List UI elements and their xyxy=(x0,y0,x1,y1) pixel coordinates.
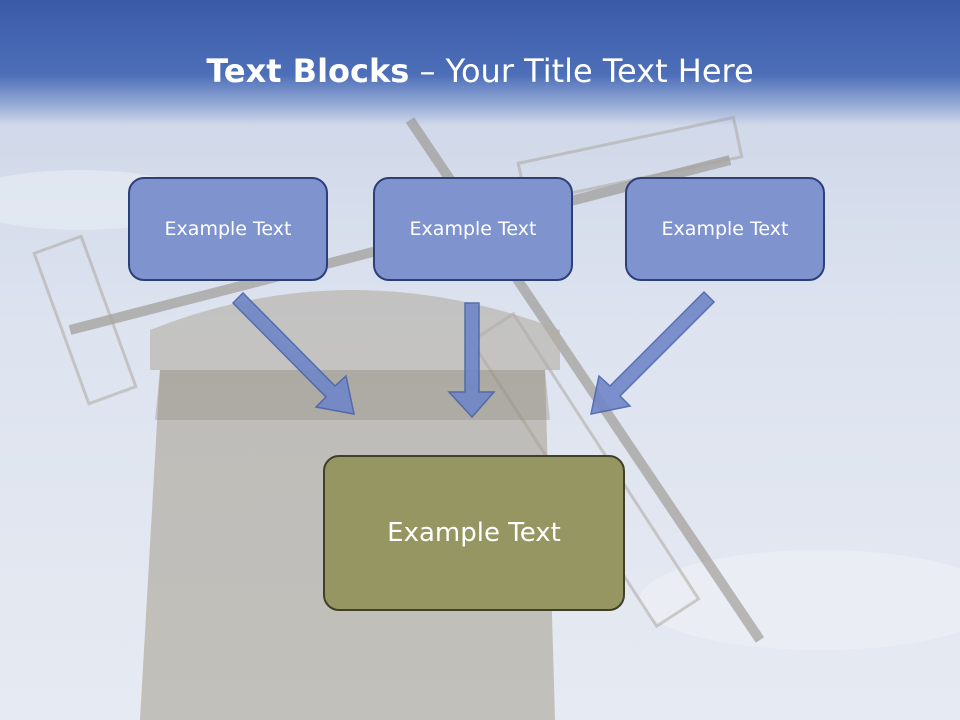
text-block-right[interactable]: Example Text xyxy=(625,177,825,281)
slide-title: Text Blocks – Your Title Text Here xyxy=(0,52,960,90)
text-block-center[interactable]: Example Text xyxy=(373,177,573,281)
text-block-left[interactable]: Example Text xyxy=(128,177,328,281)
text-block-result[interactable]: Example Text xyxy=(323,455,625,611)
title-rest: – Your Title Text Here xyxy=(409,52,754,90)
title-bold: Text Blocks xyxy=(206,52,410,90)
title-bar xyxy=(0,0,960,125)
